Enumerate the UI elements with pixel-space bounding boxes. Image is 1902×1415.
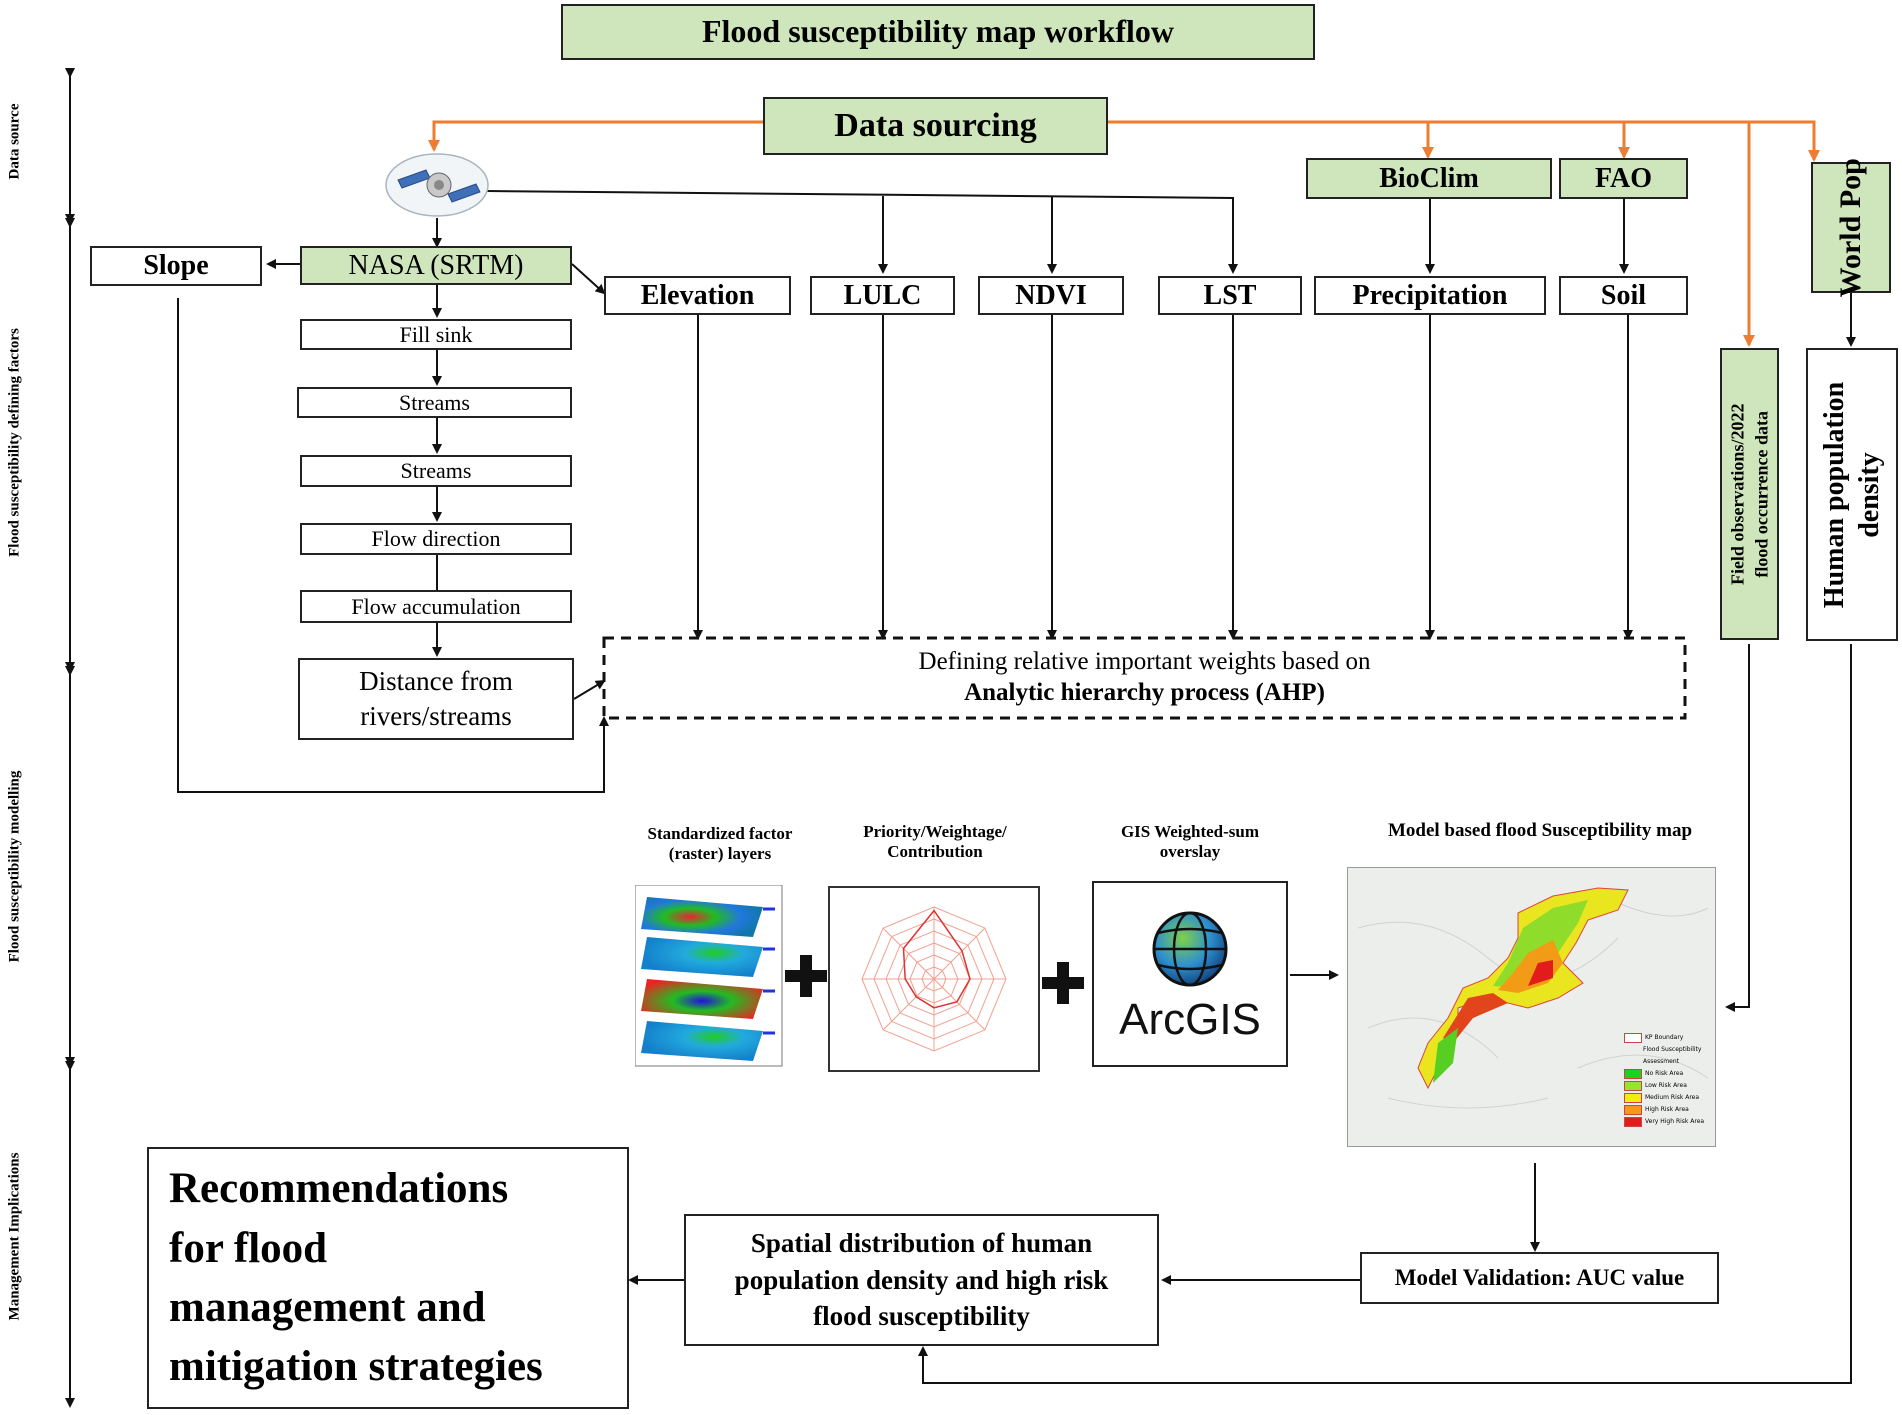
model-validation-box: Model Validation: AUC value: [1360, 1252, 1719, 1304]
gis-overlay-label: GIS Weighted-sum overslay: [1120, 822, 1260, 862]
flow-accumulation-box: Flow accumulation: [300, 590, 572, 623]
map-legend-label: Flood Susceptibility: [1643, 1046, 1702, 1053]
map-legend-label: KP Boundary: [1645, 1034, 1684, 1041]
map-legend-item: Very High Risk Area: [1624, 1116, 1712, 1128]
map-legend-label: High Risk Area: [1645, 1106, 1689, 1113]
arcgis-logo-box: ArcGIS: [1092, 881, 1288, 1067]
distance-rivers-box: Distance from rivers/streams: [298, 658, 574, 740]
map-image: [1357, 887, 1709, 1109]
population-density-box: Human population density: [1806, 348, 1898, 641]
precipitation-box: Precipitation: [1314, 276, 1546, 315]
map-legend-item: Low Risk Area: [1624, 1080, 1712, 1092]
elevation-box: Elevation: [604, 276, 791, 315]
globe-icon: [1152, 911, 1228, 987]
flow-direction-box: Flow direction: [300, 523, 572, 555]
map-legend-swatch: [1624, 1105, 1642, 1115]
spatial-distribution-box: Spatial distribution of human population…: [684, 1214, 1159, 1346]
plus-icon-2: [1042, 962, 1084, 1004]
map-legend-swatch: [1624, 1069, 1642, 1079]
radar-weights: [902, 909, 971, 1009]
map-legend-item: KP Boundary: [1624, 1032, 1712, 1044]
stage-label-modelling: Flood susceptibility modelling: [6, 770, 23, 963]
radar-spoke: [882, 978, 935, 1031]
soil-box: Soil: [1559, 276, 1688, 315]
map-legend-item: Medium Risk Area: [1624, 1092, 1712, 1104]
nasa-srtm-box: NASA (SRTM): [300, 246, 572, 285]
slope-box: Slope: [90, 246, 262, 286]
streams-box-1: Streams: [297, 387, 572, 418]
map-legend-label: No Risk Area: [1645, 1070, 1684, 1077]
map-legend-swatch: [1624, 1117, 1642, 1127]
map-title: Model based flood Susceptibility map: [1387, 820, 1693, 841]
map-legend-item: High Risk Area: [1624, 1104, 1712, 1116]
map-legend-label: Medium Risk Area: [1645, 1094, 1700, 1101]
map-legend-item: Flood Susceptibility: [1624, 1044, 1712, 1056]
lulc-box: LULC: [810, 276, 955, 315]
recommendations-box: Recommendations for flood management and…: [147, 1147, 629, 1409]
worldpop-label: World Pop: [1834, 157, 1868, 298]
radar-spoke: [933, 927, 986, 980]
radar-spoke: [933, 978, 986, 1031]
radar-chart-icon: [828, 886, 1040, 1072]
map-legend-label: Low Risk Area: [1645, 1082, 1687, 1089]
fao-box: FAO: [1559, 158, 1688, 199]
lst-box: LST: [1158, 276, 1302, 315]
raster-layers-icon: [635, 885, 783, 1067]
map-legend-label: Assessment: [1643, 1058, 1679, 1065]
worldpop-box: World Pop: [1811, 158, 1891, 297]
field-observations-box: Field observations/2022 flood occurrence…: [1720, 348, 1779, 640]
priority-label: Priority/Weightage/ Contribution: [863, 822, 1007, 862]
plus-icon-1: [785, 955, 827, 997]
page-title: Flood susceptibility map workflow: [561, 4, 1315, 60]
ahp-text: Defining relative important weights base…: [918, 648, 1371, 707]
map-legend-item: Assessment: [1624, 1056, 1712, 1068]
data-sourcing-box: Data sourcing: [763, 97, 1108, 155]
stage-label-defining-factors: Flood susceptibility defining factors: [6, 328, 23, 557]
ndvi-box: NDVI: [978, 276, 1124, 315]
stage-label-data-source: Data source: [6, 103, 23, 180]
map-legend-swatch: [1624, 1058, 1640, 1066]
radar-spoke: [882, 927, 935, 980]
arcgis-wordmark: ArcGIS: [1119, 994, 1261, 1044]
fill-sink-box: Fill sink: [300, 319, 572, 350]
standardized-layers-label: Standardized factor (raster) layers: [647, 824, 793, 864]
bioclim-box: BioClim: [1306, 158, 1552, 199]
map-legend-swatch: [1624, 1033, 1642, 1043]
map-legend-swatch: [1624, 1081, 1642, 1091]
map-legend-label: Very High Risk Area: [1645, 1118, 1705, 1125]
stage-label-management: Management Implications: [6, 1152, 23, 1321]
map-legend-item: No Risk Area: [1624, 1068, 1712, 1080]
satellite-icon: [385, 153, 489, 217]
map-legend-swatch: [1624, 1046, 1640, 1054]
field-observations-label: Field observations/2022 flood occurrence…: [1727, 403, 1772, 585]
ahp-box-border: [602, 636, 1687, 720]
streams-box-2: Streams: [300, 455, 572, 487]
map-legend-swatch: [1624, 1093, 1642, 1103]
population-density-label: Human population density: [1819, 381, 1886, 608]
